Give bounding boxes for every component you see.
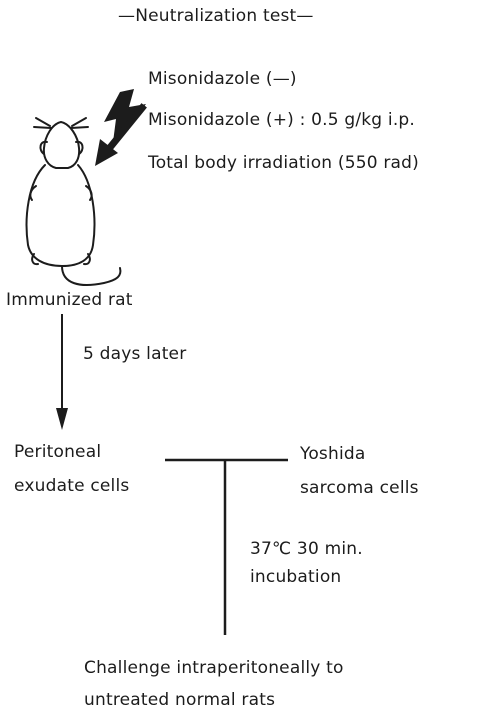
sarcoma-label-line2: sarcoma cells: [300, 478, 419, 498]
rat-icon: [27, 118, 121, 285]
interval-label: 5 days later: [83, 344, 186, 364]
sarcoma-label-line1: Yoshida: [300, 444, 366, 464]
down-arrow-icon: [56, 314, 68, 430]
incubation-label-line1: 37℃ 30 min.: [250, 539, 363, 559]
incubation-label-line2: incubation: [250, 567, 341, 587]
lightning-bolt-icon: [104, 89, 146, 150]
peritoneal-label-line1: Peritoneal: [14, 442, 101, 462]
peritoneal-label-line2: exudate cells: [14, 476, 129, 496]
subject-label: Immunized rat: [6, 290, 133, 310]
challenge-label-line1: Challenge intraperitoneally to: [84, 658, 344, 678]
challenge-label-line2: untreated normal rats: [84, 690, 275, 710]
